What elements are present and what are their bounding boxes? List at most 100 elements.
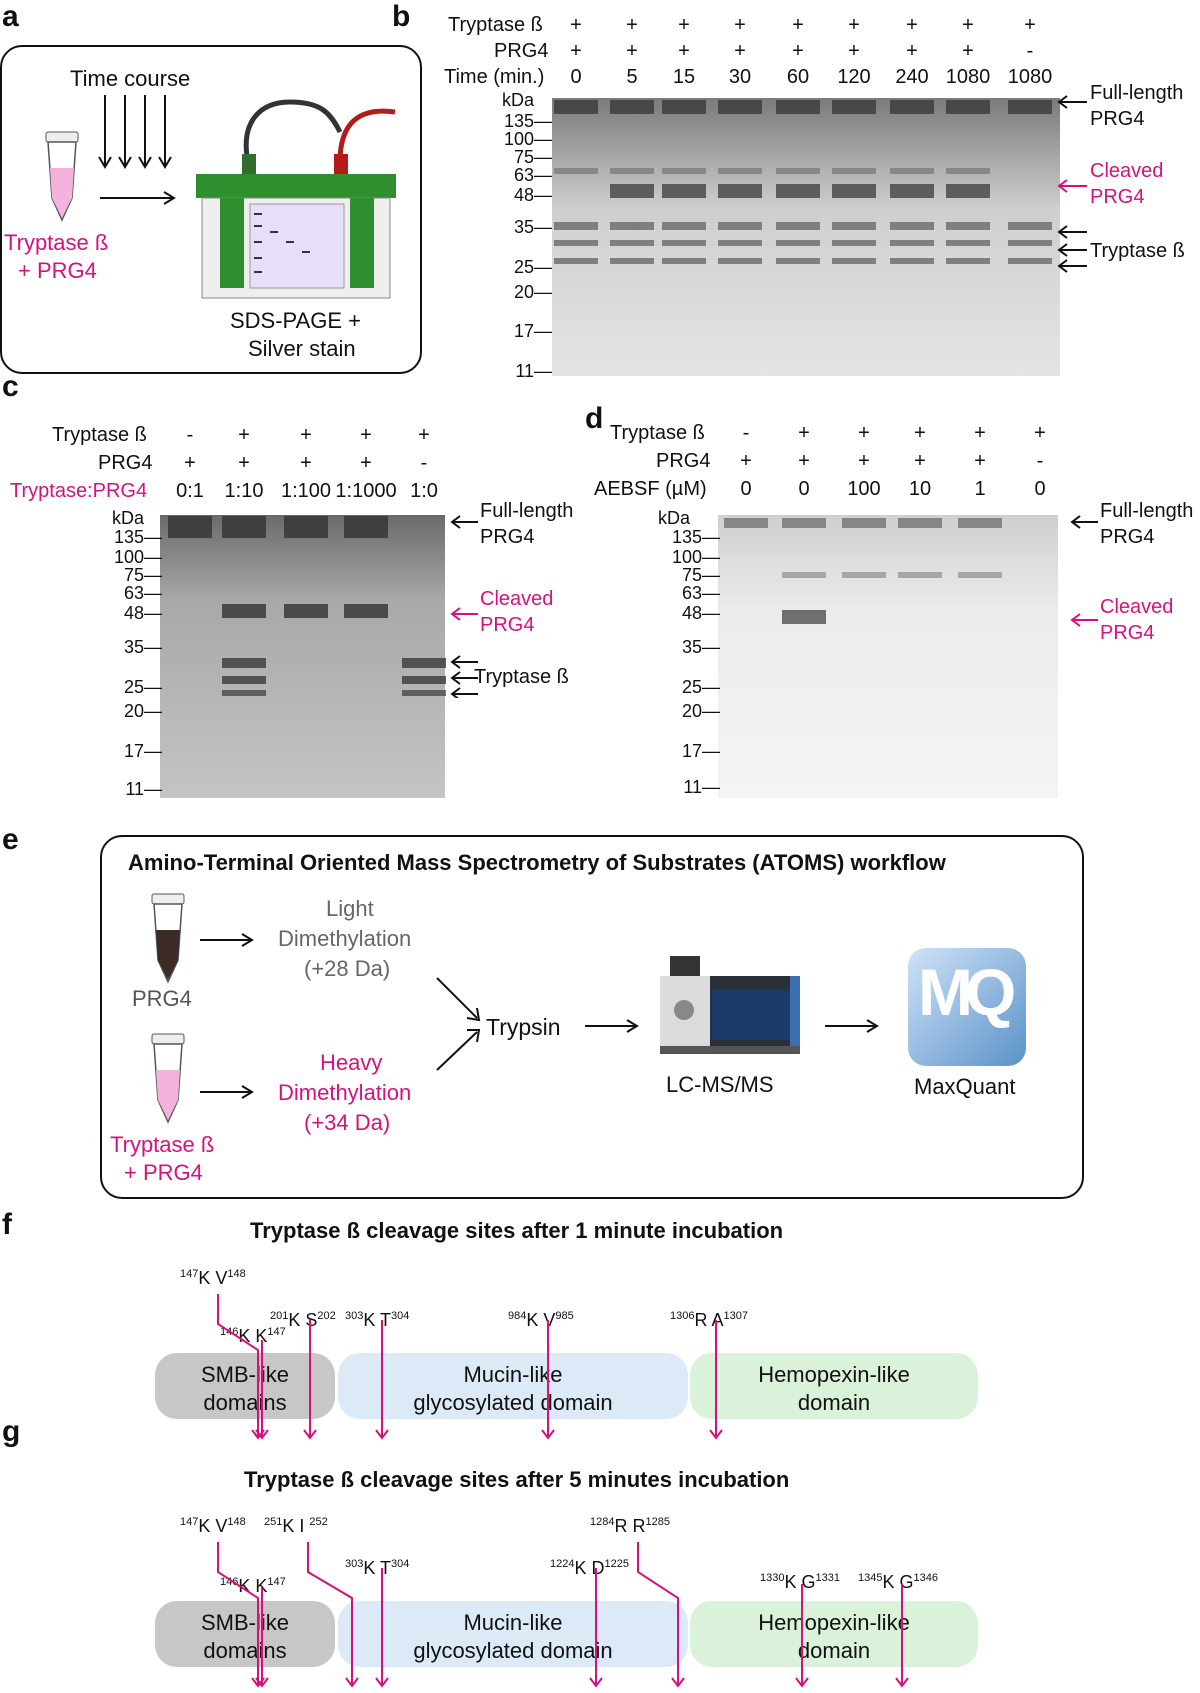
e-prg4-label: PRG4 bbox=[132, 986, 192, 1011]
f-domain-smb-l2: domains bbox=[203, 1390, 287, 1415]
b-marker-17: 17— bbox=[513, 321, 552, 341]
d-marker-135: 135— bbox=[671, 527, 720, 547]
d-full-length-line1: Full-length bbox=[1100, 500, 1194, 522]
b-gel-band bbox=[946, 184, 990, 198]
b-full-length-line2: PRG4 bbox=[1090, 108, 1145, 130]
panel-label-e: e bbox=[2, 823, 19, 856]
d-header-tryptase-5: + bbox=[1034, 422, 1046, 444]
b-header-prg4-0: + bbox=[570, 40, 582, 62]
c-gel-band bbox=[284, 604, 328, 618]
d-header-aebsf-3: 10 bbox=[908, 478, 932, 500]
g-site-1345K-G1346: 1345K G1346 bbox=[858, 1572, 938, 1592]
c-kda-title: kDa bbox=[112, 508, 145, 528]
d-header-aebsf-0: 0 bbox=[740, 478, 752, 500]
b-gel-band bbox=[610, 184, 654, 198]
d-header-aebsf-5: 0 bbox=[1034, 478, 1046, 500]
b-marker-100: 100— bbox=[503, 129, 552, 149]
c-header-prg4-2: + bbox=[300, 452, 312, 474]
f-site-201K-S202: 201K S202 bbox=[270, 1310, 336, 1330]
b-header-prg4-8: - bbox=[1026, 40, 1034, 62]
c-header-prg4-4: - bbox=[420, 452, 428, 474]
time-course-label: Time course bbox=[70, 66, 191, 91]
b-header-tryptase-3: + bbox=[734, 14, 746, 36]
panel-label-f: f bbox=[2, 1208, 12, 1241]
g-site-251K-I252: 251K I 252 bbox=[264, 1516, 328, 1536]
f-domain-smb-l1: SMB-like bbox=[200, 1362, 289, 1387]
c-header-tryptase-1: + bbox=[238, 424, 250, 446]
c-header-prg4-1: + bbox=[238, 452, 250, 474]
c-full-length-line2: PRG4 bbox=[480, 526, 535, 548]
d-cleaved-line1: Cleaved bbox=[1100, 596, 1174, 618]
c-marker-11: 11— bbox=[125, 779, 162, 799]
c-marker-75: 75— bbox=[123, 565, 162, 585]
b-header-tryptase-0: + bbox=[570, 14, 582, 36]
b-header-tryptase-7: + bbox=[962, 14, 974, 36]
g-domain-mucin-l1: Mucin-like bbox=[463, 1610, 563, 1635]
f-domain-mucin-l2: glycosylated domain bbox=[413, 1390, 613, 1415]
e-maxquant-label: MaxQuant bbox=[914, 1074, 1016, 1099]
b-marker-25: 25— bbox=[513, 257, 552, 277]
c-header-ratio-0: 0:1 bbox=[176, 480, 204, 502]
c-header-ratio-1: 1:10 bbox=[224, 480, 264, 502]
c-gel-band bbox=[222, 658, 266, 668]
b-right-arrows bbox=[1057, 95, 1087, 273]
d-row-prg4-label: PRG4 bbox=[656, 450, 711, 472]
b-header-time-6: 240 bbox=[895, 66, 929, 88]
panel-label-b: b bbox=[392, 0, 411, 33]
maxquant-logo: MQ bbox=[908, 948, 1026, 1066]
b-header-time-8: 1080 bbox=[1007, 66, 1053, 88]
c-right-arrows bbox=[450, 515, 478, 698]
e-workflow-arrows bbox=[200, 933, 879, 1099]
b-full-length-line1: Full-length bbox=[1090, 82, 1184, 104]
panel-a-sample-line2: + PRG4 bbox=[18, 258, 97, 283]
d-header-tryptase-3: + bbox=[914, 422, 926, 444]
b-header-prg4-3: + bbox=[734, 40, 746, 62]
prg4-tube-icon bbox=[151, 893, 185, 984]
d-gel-band bbox=[782, 610, 826, 624]
b-header-time-2: 15 bbox=[672, 66, 696, 88]
f-domain-mucin-l1: Mucin-like bbox=[463, 1362, 563, 1387]
c-header-ratio-4: 1:0 bbox=[410, 480, 438, 502]
c-marker-17: 17— bbox=[123, 741, 162, 761]
e-light-line3: (+28 Da) bbox=[304, 956, 391, 981]
c-header-ratio-3: 1:1000 bbox=[335, 480, 397, 502]
d-gel bbox=[718, 515, 1058, 798]
f-domain-hemopexin-l2: domain bbox=[797, 1390, 871, 1415]
b-marker-135: 135— bbox=[503, 111, 552, 131]
b-gel-band bbox=[610, 222, 654, 230]
d-full-length-line2: PRG4 bbox=[1100, 526, 1155, 548]
g-site-1330K-G1331: 1330K G1331 bbox=[760, 1572, 840, 1592]
d-marker-25: 25— bbox=[681, 677, 720, 697]
b-gel-band bbox=[554, 100, 598, 114]
d-gel-band bbox=[842, 572, 886, 578]
d-gel-band bbox=[898, 572, 942, 578]
d-gel-band bbox=[782, 518, 826, 528]
e-light-line2: Dimethylation bbox=[278, 926, 412, 951]
d-row-aebsf-label: AEBSF (µM) bbox=[594, 478, 707, 500]
d-gel-band bbox=[842, 518, 886, 528]
d-header-aebsf-2: 100 bbox=[847, 478, 881, 500]
c-marker-63: 63— bbox=[123, 583, 162, 603]
f-domain-smb: SMB-like domains bbox=[155, 1353, 335, 1419]
b-gel-band bbox=[776, 100, 820, 114]
panel-a-output-line2: Silver stain bbox=[248, 336, 356, 361]
b-header-tryptase-1: + bbox=[626, 14, 638, 36]
d-gel-band bbox=[898, 518, 942, 528]
tube-icon bbox=[45, 131, 79, 222]
b-gel-band bbox=[554, 222, 598, 230]
b-gel-band bbox=[662, 184, 706, 198]
c-header-ratio-2: 1:100 bbox=[280, 480, 332, 502]
f-cleavage-lines bbox=[217, 1294, 723, 1440]
b-gel-band bbox=[890, 258, 934, 264]
d-header-prg4-1: + bbox=[798, 450, 810, 472]
d-cleaved-line2: PRG4 bbox=[1100, 622, 1155, 644]
g-site-303K-T304: 303K T304 bbox=[345, 1558, 410, 1578]
e-tryptase-tube-icon bbox=[151, 1033, 185, 1124]
b-gel-band bbox=[890, 222, 934, 230]
g-domain-smb-l1: SMB-like bbox=[200, 1610, 289, 1635]
g-domain-smb-l2: domains bbox=[203, 1638, 287, 1663]
d-header-tryptase-4: + bbox=[974, 422, 986, 444]
g-domain-hemopexin-l1: Hemopexin-like bbox=[758, 1610, 910, 1635]
